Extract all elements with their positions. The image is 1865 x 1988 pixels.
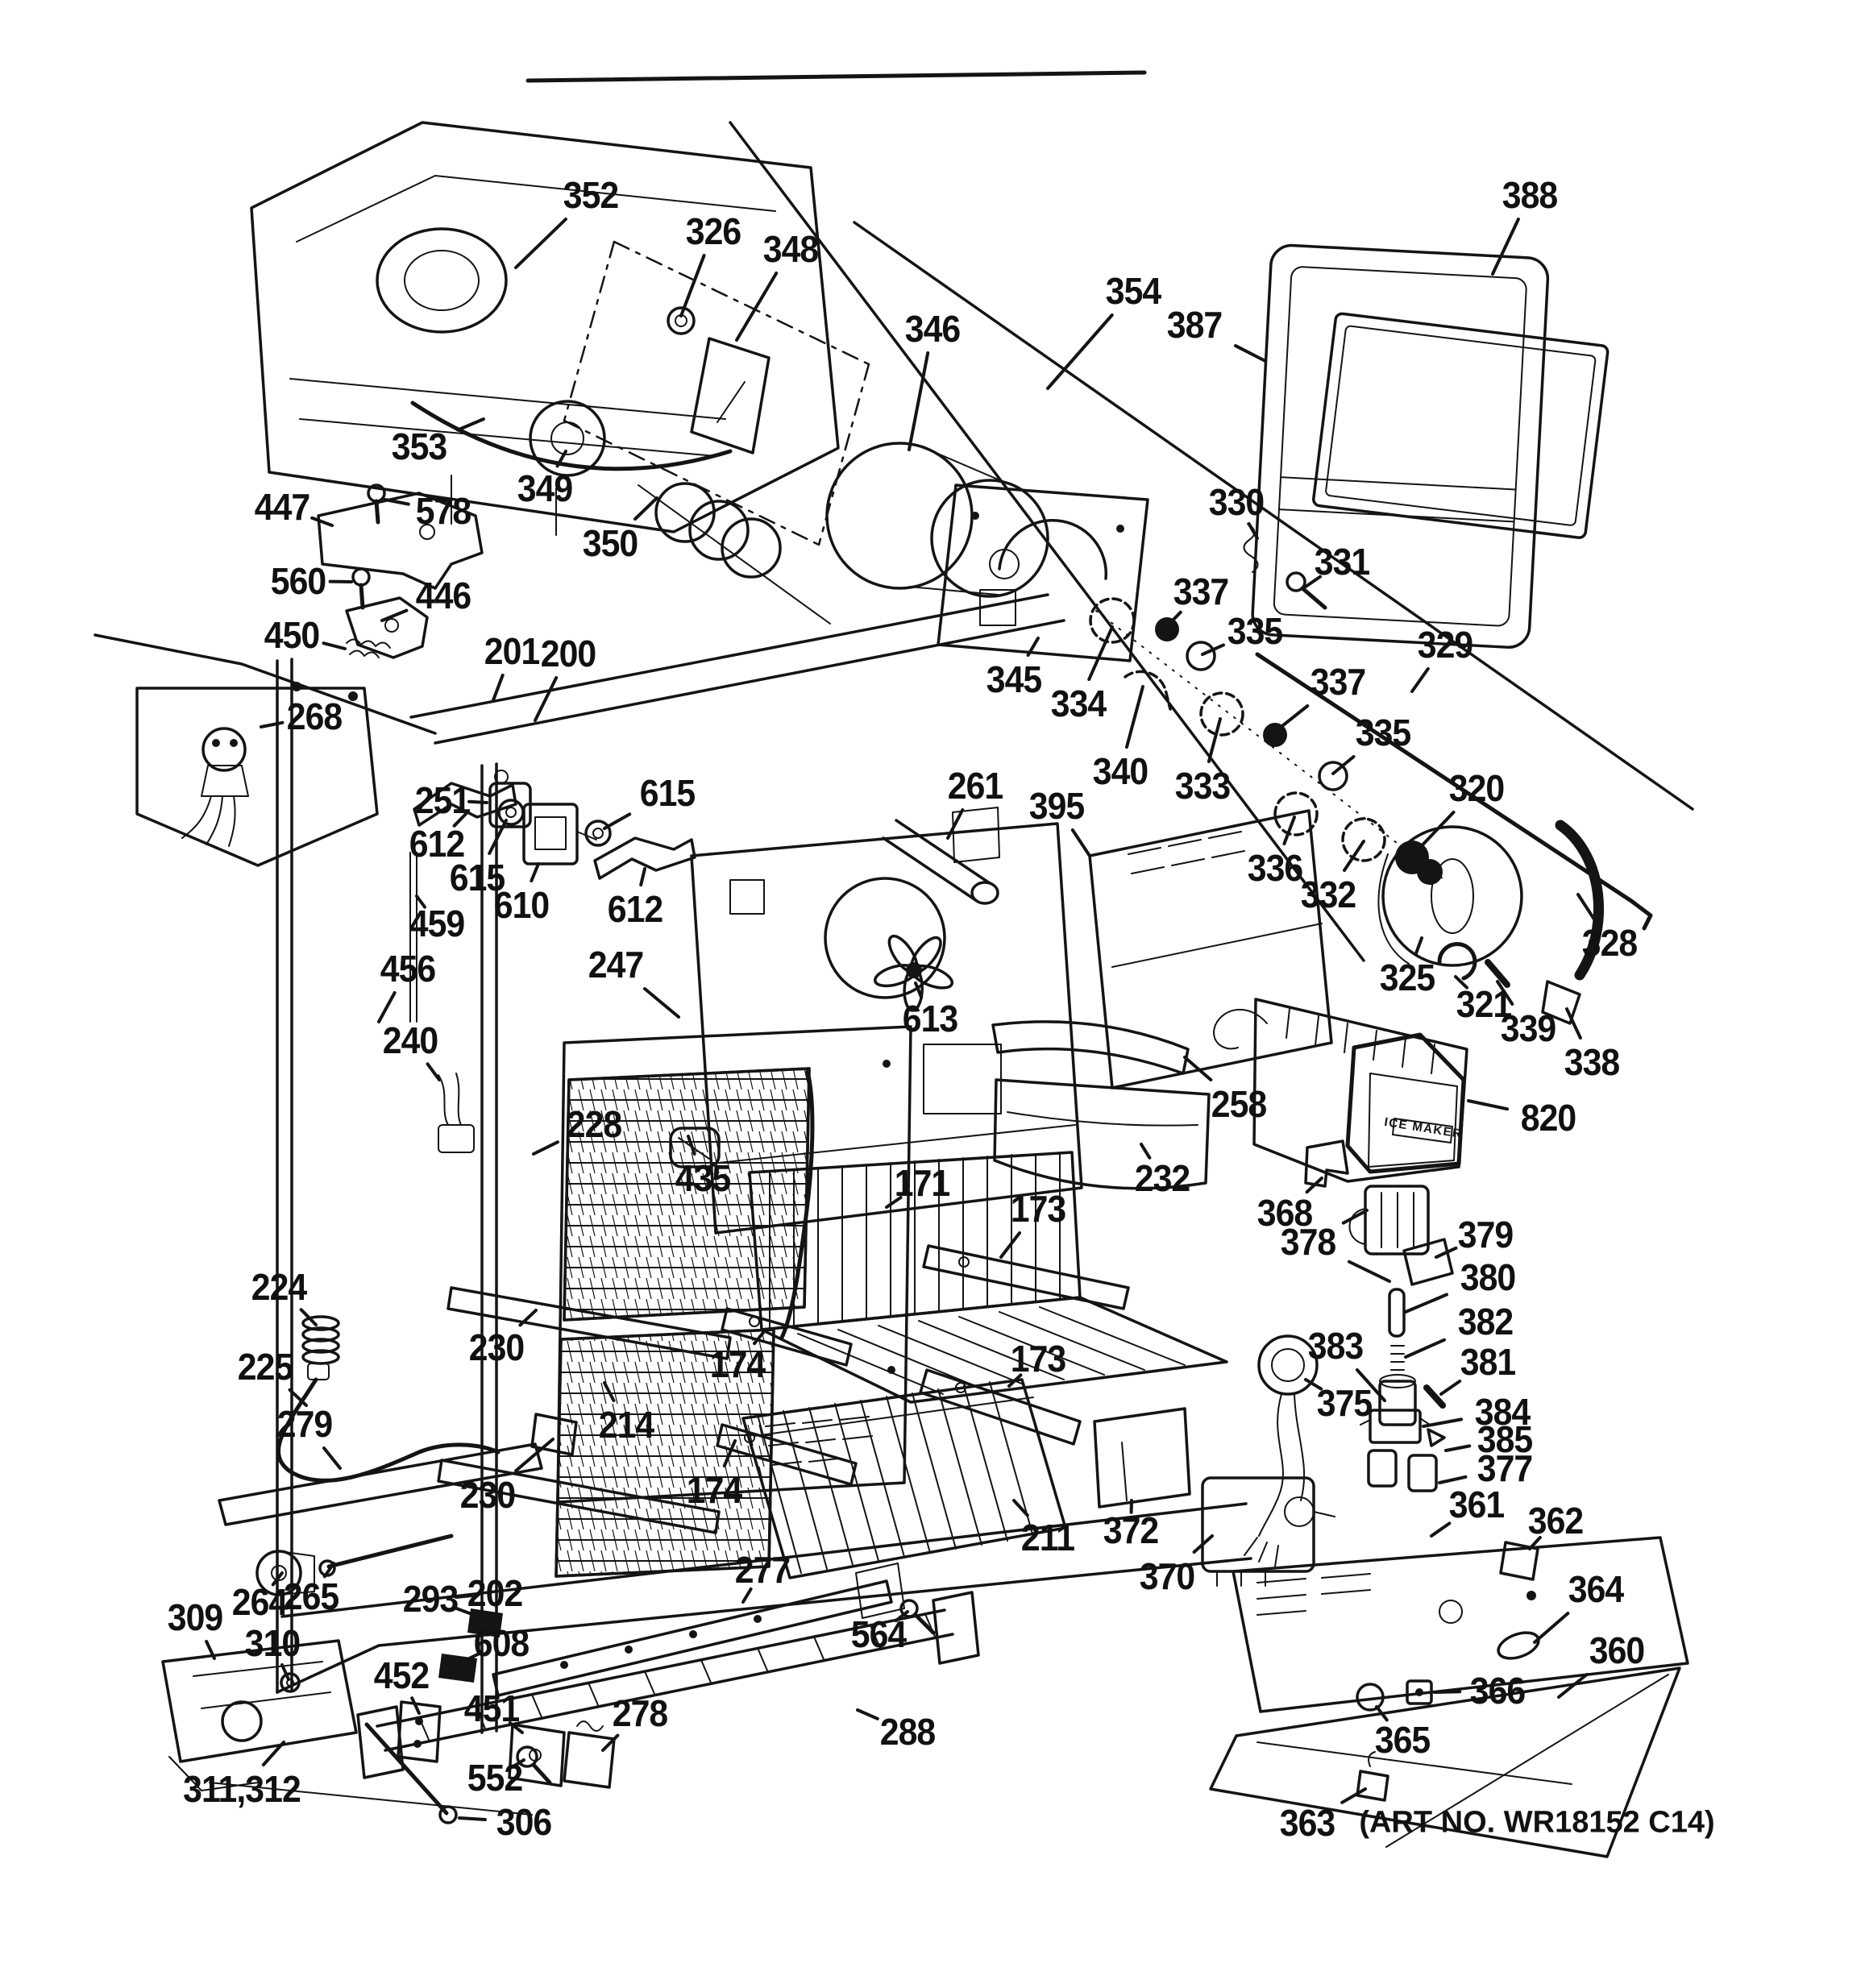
tube-261 xyxy=(882,819,991,903)
heater-bracket-230-lower xyxy=(437,1459,721,1534)
clip-230 xyxy=(530,1413,578,1456)
rail-174-lower xyxy=(716,1423,858,1486)
bushing-337a xyxy=(1155,617,1179,641)
screw-552 xyxy=(516,1745,538,1768)
spring-382 xyxy=(1390,1345,1405,1371)
duct-258 xyxy=(991,1020,1190,1075)
clip-366 xyxy=(1406,1679,1433,1705)
ice-maker-assembly xyxy=(1213,998,1468,1188)
panel-395 xyxy=(1088,809,1333,1089)
bracket-612-left xyxy=(413,782,517,827)
bucket-rail-353 xyxy=(410,401,733,471)
bracket-361 xyxy=(1232,1536,1689,1713)
bottom-hardware xyxy=(161,1534,616,1824)
ring-335b xyxy=(1318,761,1348,791)
cam-336 xyxy=(1273,791,1319,836)
clip-363 xyxy=(1356,1770,1389,1802)
plate-452 xyxy=(397,1700,442,1763)
evaporator-cover-group xyxy=(669,807,1333,1235)
bracket-309 xyxy=(161,1639,358,1763)
pin-265 xyxy=(326,1534,454,1569)
air-duct-group xyxy=(991,1020,1211,1190)
power-cord-inset-268 xyxy=(135,687,379,867)
latch-278 xyxy=(563,1731,616,1789)
cam-333 xyxy=(1199,691,1244,737)
rod-329 xyxy=(1255,652,1653,931)
heater-288 xyxy=(376,1608,954,1752)
damper-610 xyxy=(522,803,579,865)
basket-211 xyxy=(741,1378,1067,1579)
bottom-rails xyxy=(356,1563,980,1779)
screw-560 xyxy=(351,567,371,587)
washer-326 xyxy=(667,306,696,335)
fan-blade-613 xyxy=(874,934,954,1012)
thermostat-375 xyxy=(1257,1334,1319,1396)
roller-264 xyxy=(255,1550,302,1596)
solenoid-stack xyxy=(1244,1185,1454,1567)
upper-freezer-hardware xyxy=(409,770,696,1153)
plunger-380 xyxy=(1388,1288,1406,1338)
lever-379 xyxy=(1402,1238,1454,1286)
plaque-348 xyxy=(690,337,771,454)
rail-173-upper xyxy=(922,1244,1130,1310)
clip-293 xyxy=(467,1608,503,1637)
rail-174-upper xyxy=(721,1307,853,1367)
cabinet-reference-lines xyxy=(93,70,1694,1734)
pin-339 xyxy=(1485,959,1510,988)
cover-447 xyxy=(317,492,484,590)
grille-232 xyxy=(993,1078,1211,1190)
heater-bracket-230-upper xyxy=(447,1286,732,1360)
rail-277 xyxy=(492,1579,893,1697)
cover-372 xyxy=(1093,1407,1191,1509)
arm-328 xyxy=(1555,820,1604,981)
ice-maker-820 xyxy=(1345,1032,1466,1174)
fan-panel-345 xyxy=(937,484,1149,662)
hinge-hardware xyxy=(317,484,484,659)
plate-377a xyxy=(1367,1449,1398,1488)
timer-370 xyxy=(1201,1476,1315,1573)
control-assembly xyxy=(1093,1407,1689,1858)
tray-360 xyxy=(1209,1666,1681,1858)
clip-608 xyxy=(438,1654,477,1683)
clip-338 xyxy=(1541,980,1581,1025)
shelf-171-base xyxy=(760,1296,1228,1404)
grommet-365 xyxy=(1356,1683,1385,1712)
lever-340 xyxy=(1124,670,1172,711)
wedge-385 xyxy=(1427,1428,1446,1447)
art-number: (ART NO. WR18152 C14) xyxy=(1359,1805,1715,1840)
grommet-615-right xyxy=(584,820,612,847)
door-cam-motor xyxy=(1377,820,1604,1025)
strip-459 xyxy=(409,852,417,1023)
bracket-279 xyxy=(218,1442,543,1526)
hinge-446 xyxy=(345,596,429,659)
drain-parts xyxy=(218,1315,543,1526)
plate-377b xyxy=(1407,1454,1438,1492)
washer-310 xyxy=(280,1672,301,1693)
c-ring-321 xyxy=(1437,942,1477,981)
grommet-364 xyxy=(1497,1631,1540,1660)
cam-334 xyxy=(1089,597,1136,644)
spring-450 xyxy=(346,638,391,649)
cup-383 xyxy=(1378,1380,1417,1426)
rail-173-lower xyxy=(919,1368,1082,1446)
ice-maker-name-plate xyxy=(1392,1118,1453,1143)
rod-306 xyxy=(364,1722,449,1816)
cam-332 xyxy=(1341,817,1386,862)
wires-240 xyxy=(438,1073,462,1126)
ice-bucket-352 xyxy=(250,121,840,536)
bracket-612-right xyxy=(593,836,696,880)
pin-381 xyxy=(1423,1384,1446,1409)
auger-drive-parts xyxy=(529,400,1049,625)
back-panel-group xyxy=(437,1025,912,1578)
bracket-451 xyxy=(508,1723,566,1787)
bushing-337b xyxy=(1263,723,1287,747)
clip-362 xyxy=(1499,1541,1539,1581)
freezer-door-387-388 xyxy=(1251,243,1610,649)
alignment-panel-dashed xyxy=(563,240,870,546)
switch-384 xyxy=(1369,1409,1422,1444)
ring-335a xyxy=(1186,641,1216,671)
evaporator-228-upper xyxy=(563,1067,811,1322)
grommet-615-left xyxy=(497,799,525,826)
